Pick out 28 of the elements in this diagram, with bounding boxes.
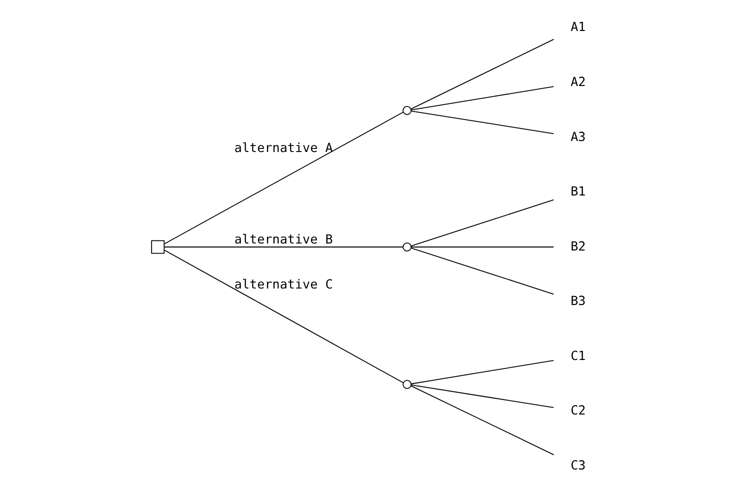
node-text: B3: [570, 293, 586, 308]
connector: [164, 246, 404, 248]
node-text: C1: [570, 348, 586, 363]
connector: [410, 384, 554, 408]
edge-label: alternative A: [234, 140, 333, 155]
node-text: C2: [570, 402, 586, 418]
node-text: B2: [570, 238, 586, 254]
connector: [164, 112, 404, 244]
connector: [410, 246, 554, 248]
node-text: C3: [570, 457, 586, 472]
connector: [410, 360, 554, 384]
node-text: A2: [570, 74, 586, 89]
node-circle: [402, 380, 412, 389]
node-circle: [402, 106, 412, 115]
connector: [410, 110, 554, 134]
connector: [164, 250, 404, 384]
node-text: B1: [570, 184, 586, 199]
connector: [410, 385, 554, 456]
node-text: A3: [570, 128, 586, 144]
edge-label: alternative C: [234, 276, 333, 292]
node-circle: [402, 242, 412, 252]
connector: [410, 86, 554, 110]
node-box: [151, 240, 165, 254]
connector: [410, 248, 554, 295]
connector: [410, 38, 554, 110]
node-text: A1: [570, 19, 586, 34]
edge-label: alternative B: [234, 232, 333, 247]
connector: [410, 199, 554, 246]
